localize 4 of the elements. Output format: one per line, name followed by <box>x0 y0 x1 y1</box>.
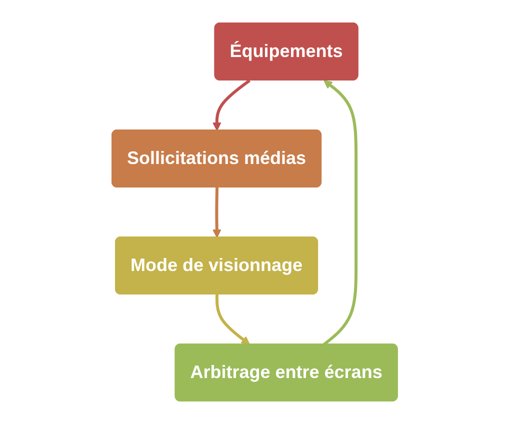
arrow <box>215 294 250 344</box>
arrow <box>212 78 250 130</box>
arrow <box>322 80 358 346</box>
arrow <box>212 186 222 238</box>
